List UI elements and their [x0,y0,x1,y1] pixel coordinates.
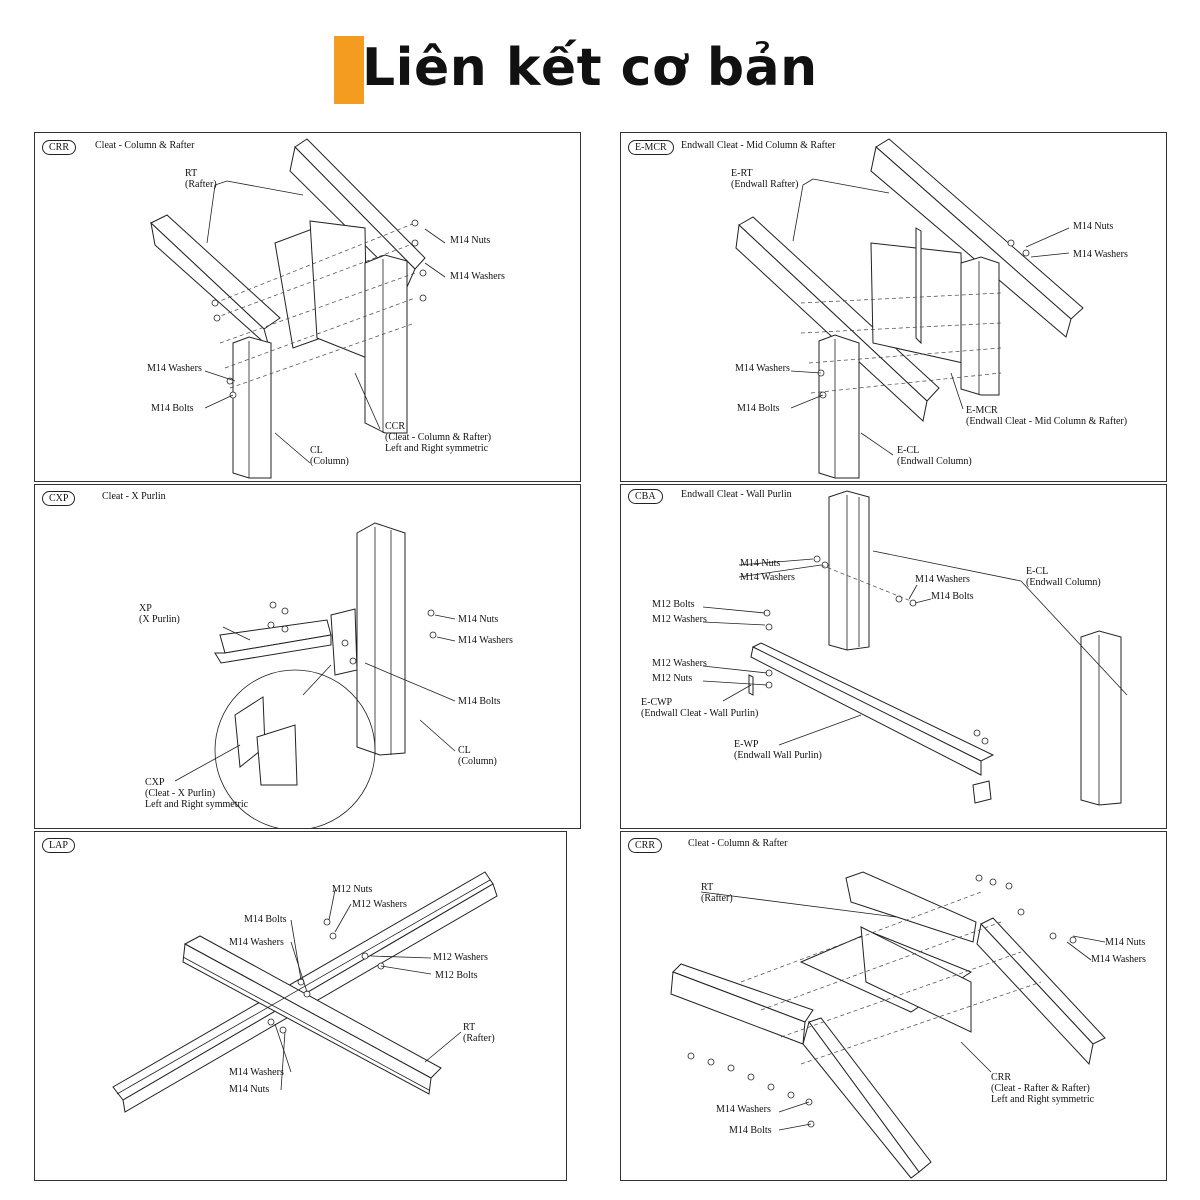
label-m14-nuts: M14 Nuts [450,235,491,246]
panel-code-badge: CXP [42,491,76,506]
label-cxp: CXP(Cleat - X Purlin)Left and Right symm… [145,777,249,810]
label-m12-bolts: M12 Bolts [652,599,695,610]
panel-code-badge: CRR [42,140,77,155]
label-m12-nuts: M12 Nuts [332,884,373,895]
panel-lap: LAP M12 Nuts M12 Washers M14 Bolts M14 W… [34,831,567,1181]
panel-code-badge: CBA [628,489,663,504]
label-m14-nuts: M14 Nuts [1073,221,1114,232]
panel-crr-column-rafter: CRR Cleat - Column & Rafter RT(Rafter) M… [34,132,581,482]
panel-title: Cleat - Column & Rafter [688,838,788,849]
label-m14-washers: M14 Washers [740,572,795,583]
label-m14-nuts: M14 Nuts [740,558,781,569]
cxp-drawing [174,522,456,828]
label-column: CL(Column) [310,445,349,467]
label-m14-washers-left: M14 Washers [147,363,202,374]
label-m14-bolts: M14 Bolts [737,403,780,414]
label-m12-washers: M12 Washers [652,614,707,625]
label-m14-nuts: M14 Nuts [1105,937,1146,948]
label-m14-nuts: M14 Nuts [458,614,499,625]
label-m14-washers: M14 Washers [458,635,513,646]
panel-title: Endwall Cleat - Wall Purlin [681,489,792,500]
label-m12-washers-lower: M12 Washers [652,658,707,669]
panel-title: Cleat - X Purlin [102,491,166,502]
label-m14-washers-right: M14 Washers [450,271,505,282]
label-m14-bolts: M14 Bolts [244,914,287,925]
label-column: CL(Column) [458,745,497,767]
label-m14-washers-right: M14 Washers [915,574,970,585]
crr-rafter-rafter-drawing [670,871,1106,1179]
label-m14-bolts: M14 Bolts [729,1125,772,1136]
label-m14-bolts: M14 Bolts [151,403,194,414]
panel-code-badge: CRR [628,838,663,853]
panel-cxp: CXP Cleat - X Purlin XP(X Purlin) M14 Nu… [34,484,581,829]
label-m14-washers-left: M14 Washers [735,363,790,374]
label-m14-washers: M14 Washers [229,937,284,948]
label-ccr: CCR(Cleat - Column & Rafter)Left and Rig… [385,421,492,454]
lap-drawing [112,871,498,1113]
cba-drawing [702,490,1128,806]
crr-column-rafter-drawing [150,138,446,479]
label-m14-washers-left: M14 Washers [716,1104,771,1115]
label-endwall-cleat-wall-purlin: E-CWP(Endwall Cleat - Wall Purlin) [641,697,759,719]
label-m14-bolts-right: M14 Bolts [931,591,974,602]
label-endwall-column: E-CL(Endwall Column) [897,445,972,467]
panel-crr-rafter-rafter: CRR Cleat - Column & Rafter RT(Rafter) M… [620,831,1167,1181]
panel-code-badge: LAP [42,838,75,853]
label-m14-washers-lower: M14 Washers [229,1067,284,1078]
label-m12-bolts: M12 Bolts [435,970,478,981]
label-endwall-column: E-CL(Endwall Column) [1026,566,1101,588]
label-rafter: RT(Rafter) [463,1022,495,1044]
panel-title: Cleat - Column & Rafter [95,140,195,151]
label-endwall-rafter: E-RT(Endwall Rafter) [731,168,799,190]
panel-title: Endwall Cleat - Mid Column & Rafter [681,140,836,151]
panel-emcr: E-MCR Endwall Cleat - Mid Column & Rafte… [620,132,1167,482]
label-rafter: RT(Rafter) [185,168,217,190]
page-title: Liên kết cơ bản [362,38,818,98]
label-m12-nuts: M12 Nuts [652,673,693,684]
title-accent-block [334,36,364,104]
label-m12-washers-right: M12 Washers [433,952,488,963]
label-rafter: RT(Rafter) [701,882,733,904]
label-m14-washers-right: M14 Washers [1073,249,1128,260]
label-endwall-wall-purlin: E-WP(Endwall Wall Purlin) [734,739,822,761]
panel-code-badge: E-MCR [628,140,674,155]
label-x-purlin: XP(X Purlin) [139,603,180,625]
label-m14-nuts: M14 Nuts [229,1084,270,1095]
label-crr-rafter-rafter: CRR(Cleat - Rafter & Rafter)Left and Rig… [991,1072,1095,1105]
label-m12-washers: M12 Washers [352,899,407,910]
label-emcr: E-MCR(Endwall Cleat - Mid Column & Rafte… [966,405,1128,427]
label-m14-bolts: M14 Bolts [458,696,501,707]
panel-cba: CBA Endwall Cleat - Wall Purlin M14 Nuts… [620,484,1167,829]
label-m14-washers-right: M14 Washers [1091,954,1146,965]
emcr-drawing [735,138,1084,479]
